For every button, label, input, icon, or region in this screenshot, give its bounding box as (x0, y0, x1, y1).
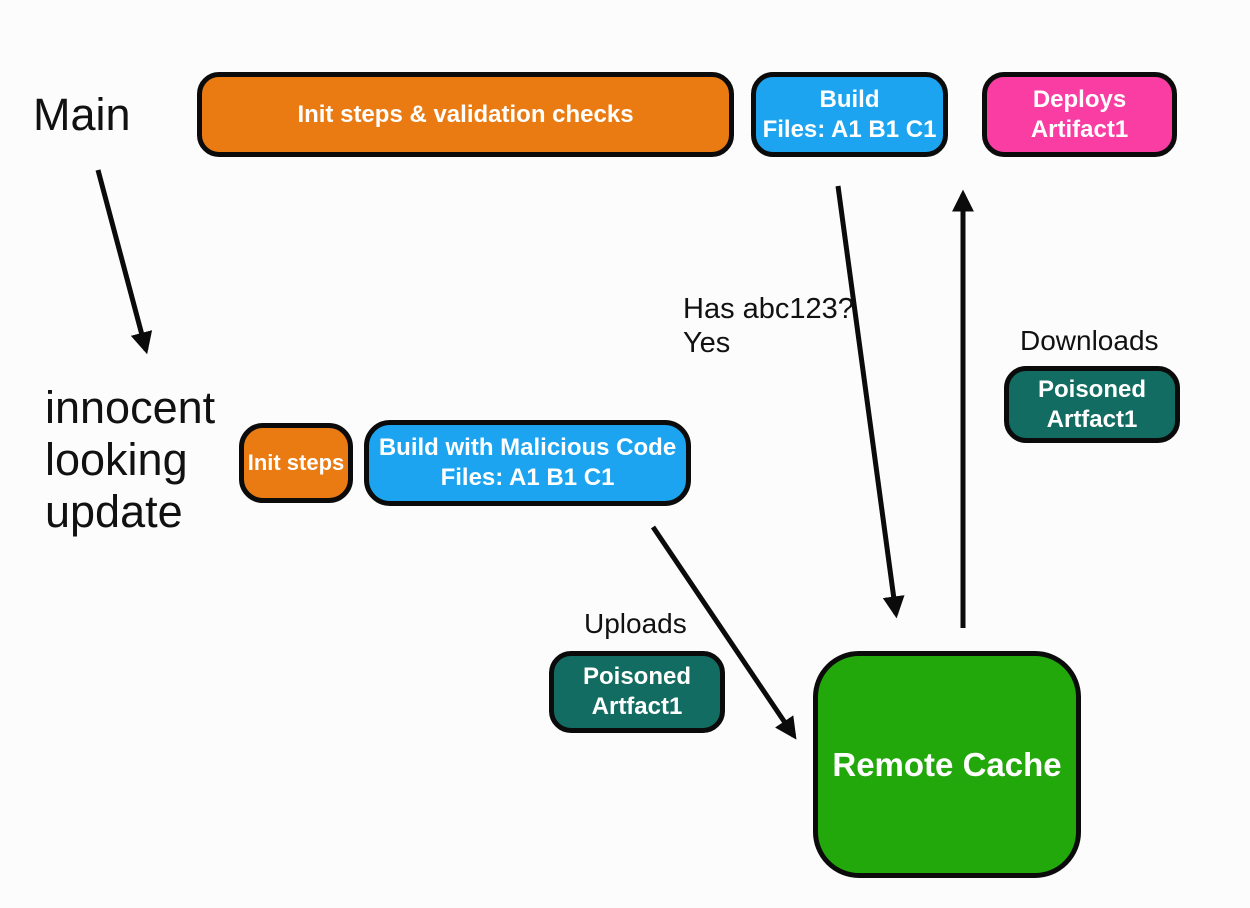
arrow-build-to-remote-cache (835, 185, 905, 619)
label-has-abc123-answer: Yes (683, 327, 731, 360)
label-has-abc123-question: Has abc123? (683, 293, 854, 325)
node-deploys-line2: Artifact1 (1030, 115, 1129, 143)
node-init-steps: Init steps (239, 423, 353, 503)
node-build: Build Files: A1 B1 C1 (751, 72, 948, 157)
label-innocent-line2: looking (45, 434, 188, 486)
node-poisoned-upload-line2: Artfact1 (591, 693, 683, 720)
node-deploys-line1: Deploys (1032, 85, 1127, 113)
node-init-steps-validation-checks: Init steps & validation checks (197, 72, 734, 157)
node-remote-cache-label: Remote Cache (832, 745, 1062, 783)
label-main: Main (33, 89, 131, 140)
node-init-steps-label: Init steps (247, 450, 345, 476)
node-poisoned-download-line1: Poisoned (1037, 375, 1146, 403)
node-poisoned-artfact1-downloaded: Poisoned Artfact1 (1004, 366, 1180, 443)
node-remote-cache: Remote Cache (813, 651, 1081, 878)
node-build-malicious-line2: Files: A1 B1 C1 (440, 464, 615, 491)
label-innocent-line1: innocent (45, 382, 216, 433)
node-deploys-artifact1: Deploys Artifact1 (982, 72, 1177, 157)
label-downloads: Downloads (1020, 325, 1159, 356)
node-build-malicious-line1: Build with Malicious Code (378, 434, 677, 461)
node-build-with-malicious-code: Build with Malicious Code Files: A1 B1 C… (364, 420, 691, 506)
arrow-main-to-innocent-update (95, 169, 153, 355)
label-innocent-line3: update (45, 486, 183, 538)
node-init-steps-validation-checks-label: Init steps & validation checks (297, 100, 634, 128)
label-innocent-looking-update: innocent looking update (45, 382, 215, 539)
label-uploads: Uploads (584, 608, 687, 639)
node-build-line1: Build (819, 85, 880, 113)
label-has-abc123: Has abc123? Yes (683, 292, 854, 360)
node-poisoned-download-line2: Artfact1 (1046, 405, 1138, 433)
node-build-line2: Files: A1 B1 C1 (762, 115, 937, 143)
node-poisoned-upload-line1: Poisoned (582, 663, 691, 690)
node-poisoned-artfact1-uploaded: Poisoned Artfact1 (549, 651, 725, 733)
